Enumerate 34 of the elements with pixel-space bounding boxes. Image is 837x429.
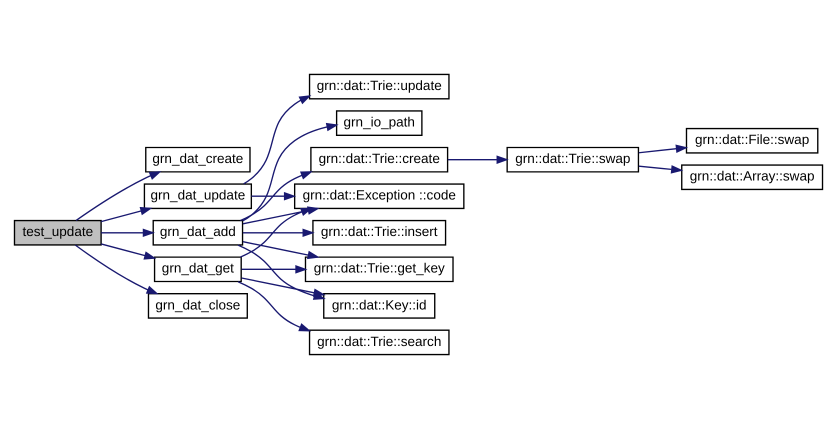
arrow (251, 192, 296, 200)
node-box: grn_io_path (336, 110, 423, 136)
arrow (76, 171, 162, 221)
arrow (75, 244, 159, 294)
node-box: grn::dat::Trie::insert (312, 220, 446, 246)
node-box: grn::dat::Trie::get_key (304, 256, 454, 282)
node-box: grn_dat_close (148, 293, 248, 319)
arrow (100, 206, 152, 222)
node-box: grn::dat::Trie::create (310, 146, 448, 173)
arrow (242, 122, 339, 222)
arrow (238, 281, 312, 332)
arrow (243, 95, 312, 184)
node-box: grn::dat::Exception ::code (294, 183, 465, 210)
arrow (638, 144, 688, 154)
node-box: test_update (14, 220, 102, 246)
node-box: grn::dat::Trie::swap (506, 146, 640, 173)
node-box: grn_dat_add (152, 220, 244, 246)
node-box: grn::dat::Key::id (323, 293, 436, 319)
node-box: grn_dat_get (154, 256, 242, 282)
node-box: grn_dat_create (145, 146, 251, 173)
arrow (241, 277, 326, 297)
arrow (638, 165, 684, 174)
node-box: grn_dat_update (144, 183, 252, 210)
node-box: grn::dat::File::swap (686, 128, 818, 154)
node-box: grn::dat::Array::swap (681, 164, 824, 190)
arrow (101, 228, 155, 238)
arrow (242, 228, 315, 238)
node-box: grn::dat::Trie::update (308, 74, 450, 100)
node-box: grn::dat::Trie::search (308, 330, 450, 356)
arrow (242, 265, 308, 274)
arrow (100, 243, 156, 260)
arrow (240, 171, 313, 222)
arrow (448, 155, 509, 164)
arrow (242, 241, 320, 260)
